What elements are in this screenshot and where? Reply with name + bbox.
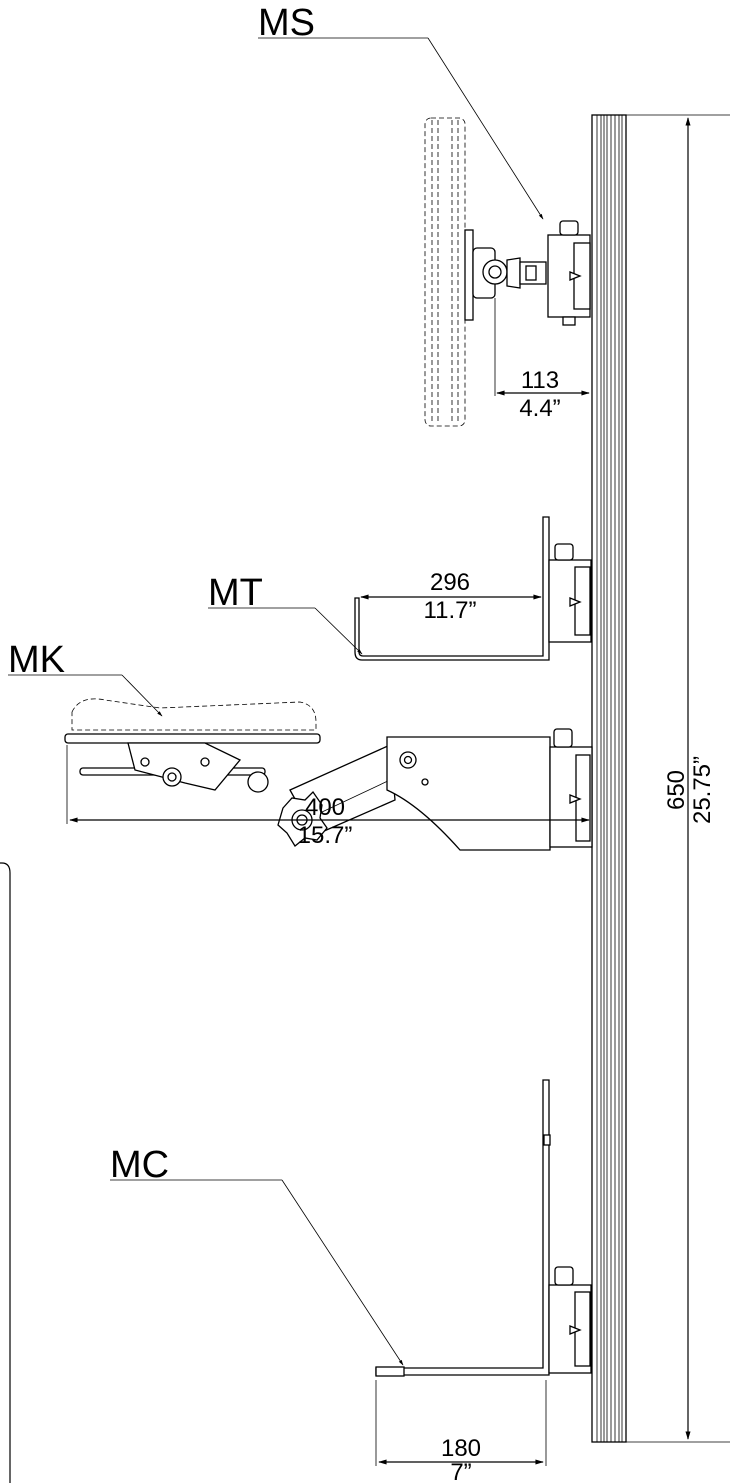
mc-depth-in: 7”: [450, 1459, 471, 1483]
mc-depth-dimension: 180 7”: [375, 1380, 547, 1483]
mk-depth-in: 15.7”: [298, 822, 353, 849]
mk-leader: MK: [8, 639, 163, 717]
rail-height-dimension: 650 25.75”: [626, 114, 730, 1443]
cpu-holder-mc: [375, 1079, 592, 1377]
ms-leader: MS: [258, 2, 544, 220]
label-mk: MK: [8, 639, 65, 681]
mk-depth-mm: 400: [305, 794, 345, 821]
keyboard-outline: [71, 698, 317, 731]
monitor-mount-ms: [424, 117, 591, 427]
ms-depth-in: 4.4”: [519, 395, 560, 422]
label-mt: MT: [208, 572, 263, 614]
label-ms: MS: [258, 2, 315, 44]
mc-depth-mm: 180: [441, 1435, 481, 1462]
mt-depth-mm: 296: [430, 569, 470, 596]
mt-leader: MT: [208, 572, 363, 655]
rail-height-mm: 650: [663, 770, 690, 810]
ms-depth-dimension: 113 4.4”: [494, 298, 590, 422]
monitor-outline: [424, 117, 466, 427]
mc-leader: MC: [110, 1144, 404, 1366]
mk-depth-dimension: 400 15.7”: [66, 745, 590, 849]
label-mc: MC: [110, 1144, 169, 1186]
ms-depth-mm: 113: [521, 367, 559, 394]
frame-edge: [0, 862, 11, 1483]
vertical-rail: [591, 114, 627, 1443]
mt-depth-in: 11.7”: [424, 597, 477, 624]
tray-mount-mt: [354, 516, 592, 661]
mt-depth-dimension: 296 11.7”: [360, 569, 542, 624]
rail-height-in: 25.75”: [689, 756, 716, 824]
